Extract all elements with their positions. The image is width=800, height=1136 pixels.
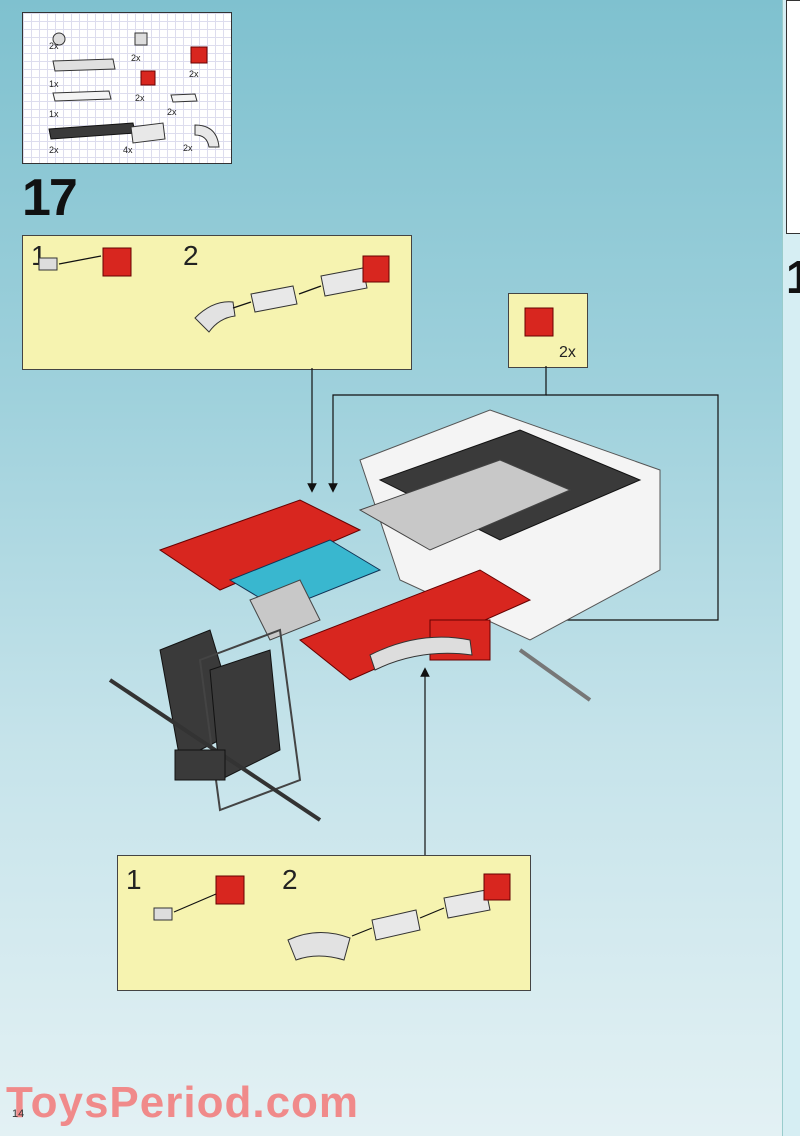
bush-icon	[52, 32, 66, 46]
red-brick-icon	[102, 247, 132, 277]
grey-pipe-icon	[130, 122, 166, 144]
sub-step-2-label-bottom: 2	[282, 864, 298, 895]
grey-beam-top	[358, 459, 572, 551]
parts-list-illustration	[48, 32, 220, 148]
qty-gear-rack: 1x	[49, 79, 59, 89]
grey-pipe-icon	[371, 909, 421, 941]
sub-assembly-top: 1 2	[22, 235, 412, 370]
pipe-with-brick-icon	[443, 889, 491, 919]
callout-small-qty: 2x	[559, 344, 576, 361]
connector-peg-icon	[38, 257, 58, 271]
qty-white-plate-1x2: 2x	[167, 107, 177, 117]
grey-pipe-icon	[250, 285, 298, 313]
red-brick-1x1-icon	[190, 46, 208, 64]
sub-assembly-top-illustration	[38, 247, 390, 333]
dark-brick-bottom	[174, 749, 226, 781]
red-brick-icon	[215, 875, 245, 905]
right-page-step-number: 1	[786, 251, 800, 303]
red-brick-1x1-small-icon	[140, 70, 156, 86]
gear-rack-icon	[52, 58, 116, 72]
callout-small: 2x	[508, 293, 588, 368]
arrow-small-to-left	[328, 366, 547, 493]
grey-elbow-icon	[194, 124, 220, 148]
gear-rack	[249, 579, 321, 641]
connector-peg-icon	[134, 32, 148, 46]
right-page-edge	[782, 0, 800, 1136]
red-brick-icon	[524, 307, 554, 337]
callout-small-illustration	[524, 307, 554, 337]
qty-red-brick-small: 2x	[135, 93, 145, 103]
red-frame-front	[299, 569, 532, 681]
qty-pipe: 4x	[123, 145, 133, 155]
grey-elbow-icon	[194, 301, 236, 333]
sub-step-2-label: 2	[183, 240, 199, 271]
axle-right	[518, 648, 592, 702]
grey-pipe-assembly	[369, 636, 473, 671]
sub-assembly-bottom-illustration	[153, 873, 511, 961]
red-frame-left	[158, 499, 362, 591]
page-number: 14	[12, 1108, 25, 1120]
main-model-illustration	[108, 409, 661, 822]
right-page-parts-frame	[786, 0, 800, 234]
qty-white-plate-1x6: 1x	[49, 109, 59, 119]
qty-elbow: 2x	[183, 143, 193, 153]
step-number: 17	[22, 169, 78, 227]
connector-peg-icon	[153, 907, 173, 921]
red-brick-end-icon	[362, 255, 390, 283]
qty-red-brick: 2x	[189, 69, 199, 79]
watermark: ToysPeriod.com	[6, 1078, 360, 1127]
parts-list: 2x 2x 1x 2x 2x 1x 2x 2x 4x 2x	[22, 12, 232, 164]
sub-assembly-bottom: 1 2	[117, 855, 531, 991]
white-plate-1x2-icon	[170, 93, 198, 103]
sub-step-1-label-bottom: 1	[126, 864, 142, 895]
dark-wedge-right	[209, 649, 281, 781]
grey-curved-pipe-icon	[287, 931, 351, 961]
qty-dark-plate: 2x	[49, 145, 59, 155]
qty-bush: 2x	[49, 41, 59, 51]
arrow-small-to-right	[525, 394, 719, 625]
pipe-with-brick-icon	[320, 267, 368, 297]
red-brick-end-icon	[483, 873, 511, 901]
qty-connector: 2x	[131, 53, 141, 63]
white-plate-1x6-icon	[52, 90, 112, 102]
